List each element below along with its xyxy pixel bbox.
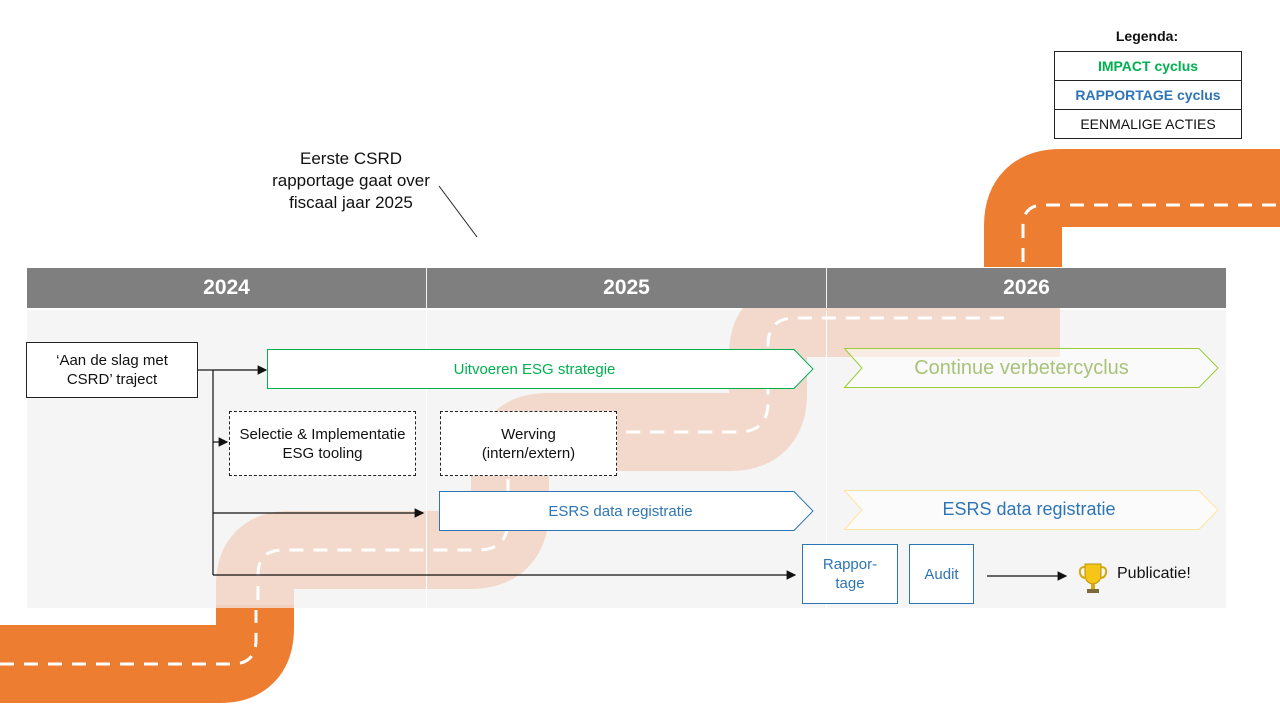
impact-2025-label: Uitvoeren ESG strategie (453, 360, 616, 378)
legend-eenmalig: EENMALIGE ACTIES (1080, 116, 1216, 132)
note-pointer-line (438, 185, 478, 238)
trophy-icon (1078, 563, 1108, 593)
year-2025: 2025 (427, 268, 827, 308)
esrs-2025-label: ESRS data registratie (548, 502, 693, 520)
chevron-shape (844, 348, 1219, 388)
note-text: Eerste CSRD rapportage gaat over fiscaal… (272, 149, 430, 212)
legend: IMPACT cyclus RAPPORTAGE cyclus EENMALIG… (1054, 51, 1242, 139)
year-header: 2024 2025 2026 (27, 268, 1226, 308)
publicatie-label: Publicatie! (1117, 565, 1191, 582)
esrs-chevron-2025: ESRS data registratie (439, 491, 814, 531)
impact-2026-label: Continue verbetercyclus (914, 356, 1129, 379)
divider-2025 (426, 310, 427, 608)
impact-chevron-2026: Continue verbetercyclus (844, 348, 1219, 388)
year-2024: 2024 (27, 268, 427, 308)
werving-box: Werving (intern/extern) (440, 411, 617, 476)
rapportage-box: Rappor-tage (802, 544, 898, 604)
start-box: ‘Aan de slag met CSRD’ traject (26, 342, 198, 398)
esrs-chevron-2026: ESRS data registratie (844, 490, 1219, 530)
chevron-shape (439, 491, 814, 531)
legend-title: Legenda: (1115, 28, 1179, 44)
esrs-2026-label: ESRS data registratie (942, 498, 1116, 519)
impact-chevron-2025: Uitvoeren ESG strategie (267, 349, 814, 389)
divider-2026 (826, 310, 827, 608)
chevron-shape (267, 349, 814, 389)
selectie-box: Selectie & Implementatie ESG tooling (229, 411, 416, 476)
chevron-shape (844, 490, 1219, 530)
audit-box: Audit (909, 544, 974, 604)
year-2026: 2026 (827, 268, 1226, 308)
legend-rapportage: RAPPORTAGE cyclus (1055, 81, 1241, 110)
legend-impact: IMPACT cyclus (1055, 52, 1241, 81)
